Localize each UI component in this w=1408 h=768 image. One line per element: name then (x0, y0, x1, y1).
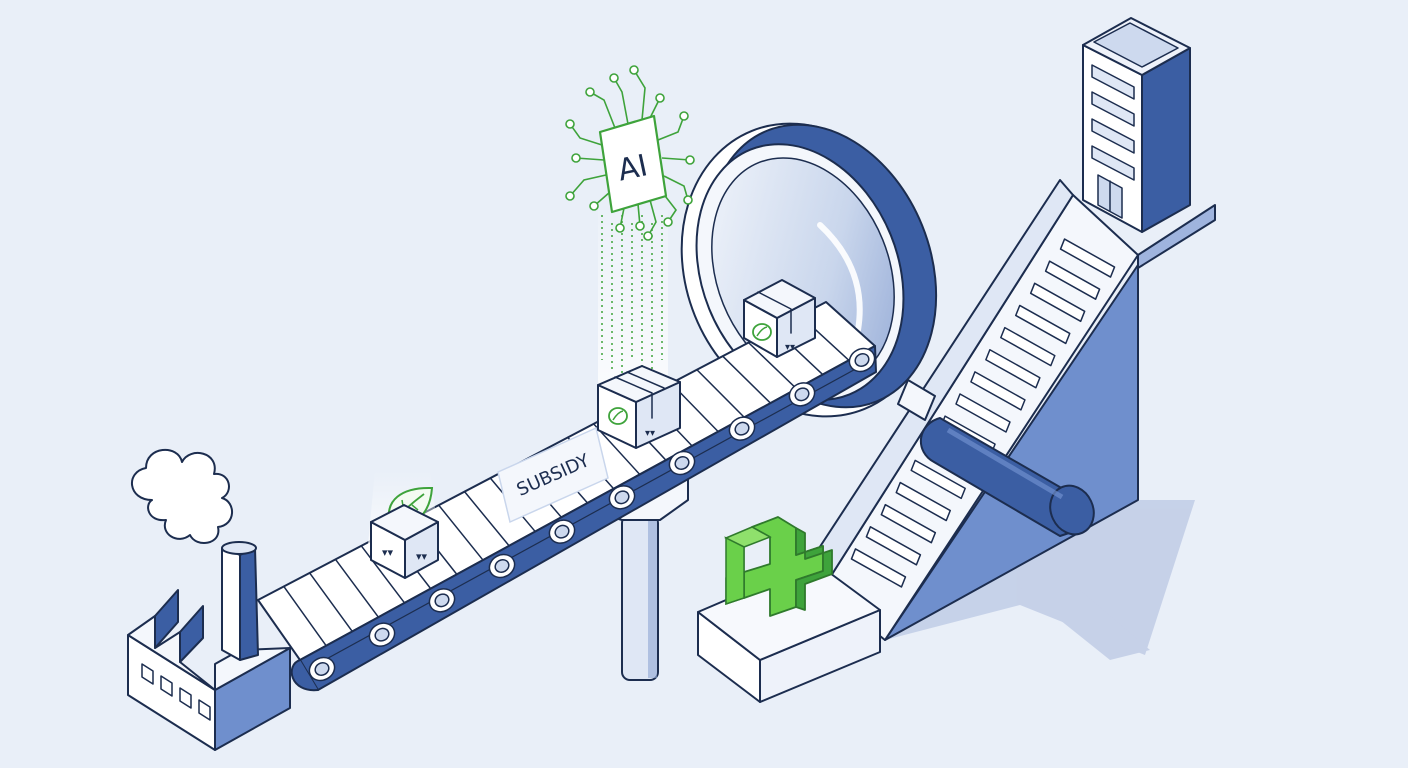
circuit-node (655, 93, 665, 103)
building-window (1091, 145, 1135, 181)
belt-roller-hub (494, 559, 510, 573)
circuit-trace (657, 115, 685, 141)
belt-slat (360, 545, 406, 604)
ai-scan-beam (598, 210, 668, 392)
belt-rollers (308, 347, 876, 682)
ai-chip-icon: AI (565, 65, 695, 241)
circuit-node (585, 87, 595, 97)
circuit-node (565, 191, 575, 201)
factory-window (179, 687, 192, 709)
stair-tread (850, 548, 907, 588)
svg-text:▾▾: ▾▾ (382, 546, 394, 559)
green-cross-icon (697, 516, 881, 703)
belt-slat (721, 355, 772, 404)
belt-roller-hub (854, 353, 870, 367)
belt-roller-hub (314, 662, 330, 676)
circuit-trace (613, 77, 629, 125)
ai-data-stream (601, 215, 663, 384)
circuit-node (615, 223, 625, 233)
circuit-trace (569, 123, 603, 146)
stair-tread (970, 371, 1026, 411)
circuit-trace (633, 69, 646, 121)
circuit-node (683, 195, 693, 205)
stair-tread (865, 526, 922, 566)
circuit-node (643, 231, 653, 241)
factory-windows (141, 663, 211, 721)
svg-text:▾▾: ▾▾ (645, 428, 655, 439)
circuit-node (609, 73, 619, 83)
stair-tread (1014, 304, 1071, 345)
circuit-node (571, 153, 581, 163)
stair-tread (1059, 238, 1116, 278)
belt-roller-hub (734, 421, 750, 436)
belt-slat (283, 585, 327, 647)
factory-window (141, 663, 154, 685)
magnifying-glass-handle (897, 379, 1095, 537)
belt-slat (308, 572, 354, 633)
stair-tread (955, 393, 1011, 433)
factory-icon (127, 541, 291, 751)
belt-slat (437, 504, 484, 561)
ai-chip-label: AI (615, 148, 651, 188)
circuit-trace (661, 191, 677, 223)
package-icon: ▾▾ ▾▾ (370, 504, 439, 579)
stair-tread (1029, 282, 1086, 323)
stair-tread (985, 348, 1041, 389)
building-window (1091, 64, 1135, 100)
circuit-node (679, 111, 689, 121)
circuit-node (663, 217, 673, 227)
belt-roller-hub (794, 387, 810, 402)
circuit-node (635, 221, 645, 231)
ground-shadows (885, 500, 1195, 660)
belt-slat (463, 490, 510, 547)
factory-window (160, 675, 173, 697)
stair-tread (880, 503, 937, 544)
svg-text:▾▾: ▾▾ (785, 342, 795, 353)
circuit-node (589, 201, 599, 211)
belt-slat (696, 368, 746, 419)
stair-tread (1000, 326, 1056, 367)
belt-roller-hub (614, 490, 630, 505)
belt-roller-hub (434, 593, 450, 608)
circuit-trace (589, 91, 616, 129)
office-building-icon (1082, 17, 1191, 233)
belt-roller-hub (554, 524, 570, 539)
circuit-trace (569, 174, 607, 197)
belt-roller-hub (374, 627, 390, 642)
package-icon: ▾▾ (597, 365, 681, 449)
circuit-node (629, 65, 639, 75)
ai-circuit-traces (565, 65, 695, 241)
belt-slat (747, 341, 798, 390)
circuit-trace (663, 175, 689, 201)
belt-roller-hub (674, 456, 690, 470)
circuit-node (685, 155, 695, 165)
building-windows (1091, 64, 1135, 181)
factory-window (198, 699, 211, 721)
building-window (1091, 91, 1135, 127)
svg-text:▾▾: ▾▾ (416, 550, 428, 563)
building-window (1091, 118, 1135, 154)
circuit-trace (647, 199, 657, 237)
stair-tread (910, 459, 966, 500)
stair-tread (1044, 260, 1101, 300)
smoke-cloud-icon (130, 448, 233, 544)
circuit-node (565, 119, 575, 129)
stair-tread (895, 481, 952, 522)
package-icon: ▾▾ (743, 279, 816, 358)
belt-slat (334, 558, 380, 618)
